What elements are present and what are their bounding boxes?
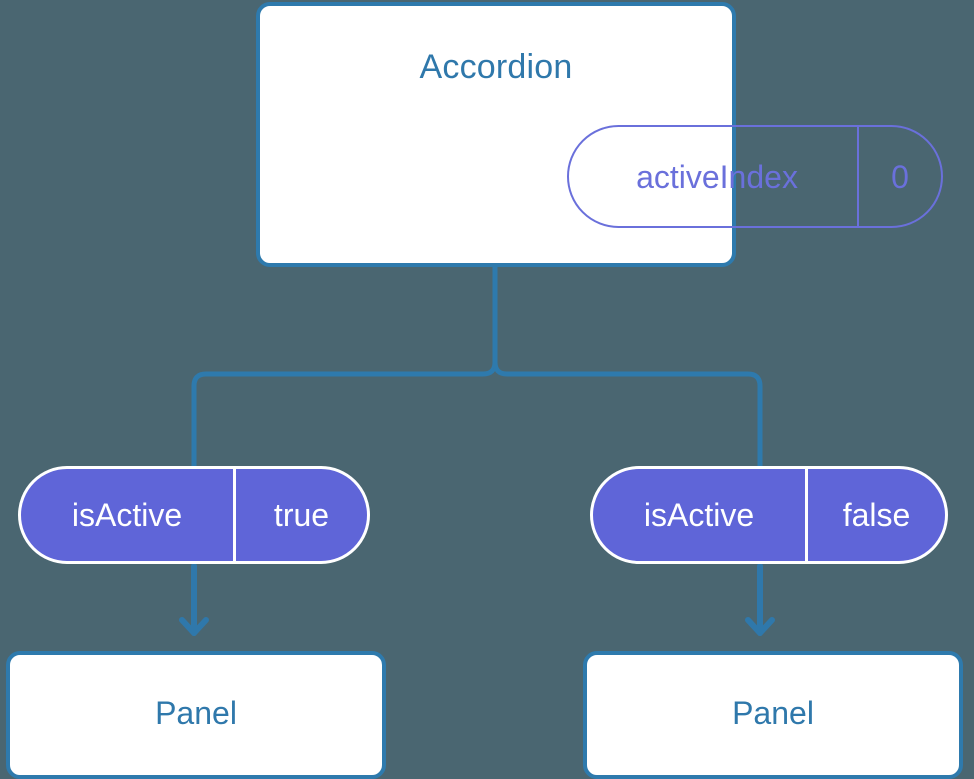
panel-label-right: Panel (732, 695, 814, 731)
arrow-right (745, 563, 775, 636)
prop-pill-key-left: isActive (71, 497, 183, 533)
prop-pill-is-active-left[interactable]: isActive true (18, 466, 370, 564)
panel-node-left[interactable]: Panel (6, 651, 386, 779)
tree-connector-right (492, 264, 763, 469)
prop-pill-value-left: true (233, 469, 367, 561)
state-pill-active-index[interactable]: activeIndex 0 (567, 125, 943, 228)
panel-label-left: Panel (155, 695, 237, 731)
accordion-node[interactable]: Accordion activeIndex 0 (256, 2, 943, 267)
arrow-left (179, 563, 209, 636)
prop-pill-is-active-right[interactable]: isActive false (590, 466, 948, 564)
prop-pill-key-right: isActive (643, 497, 755, 533)
accordion-title: Accordion (419, 48, 573, 86)
panel-node-right[interactable]: Panel (583, 651, 963, 779)
prop-pill-value-right: false (805, 469, 945, 561)
state-pill-value: 0 (857, 127, 941, 226)
state-pill-key: activeIndex (636, 158, 798, 195)
tree-connector (191, 264, 498, 469)
